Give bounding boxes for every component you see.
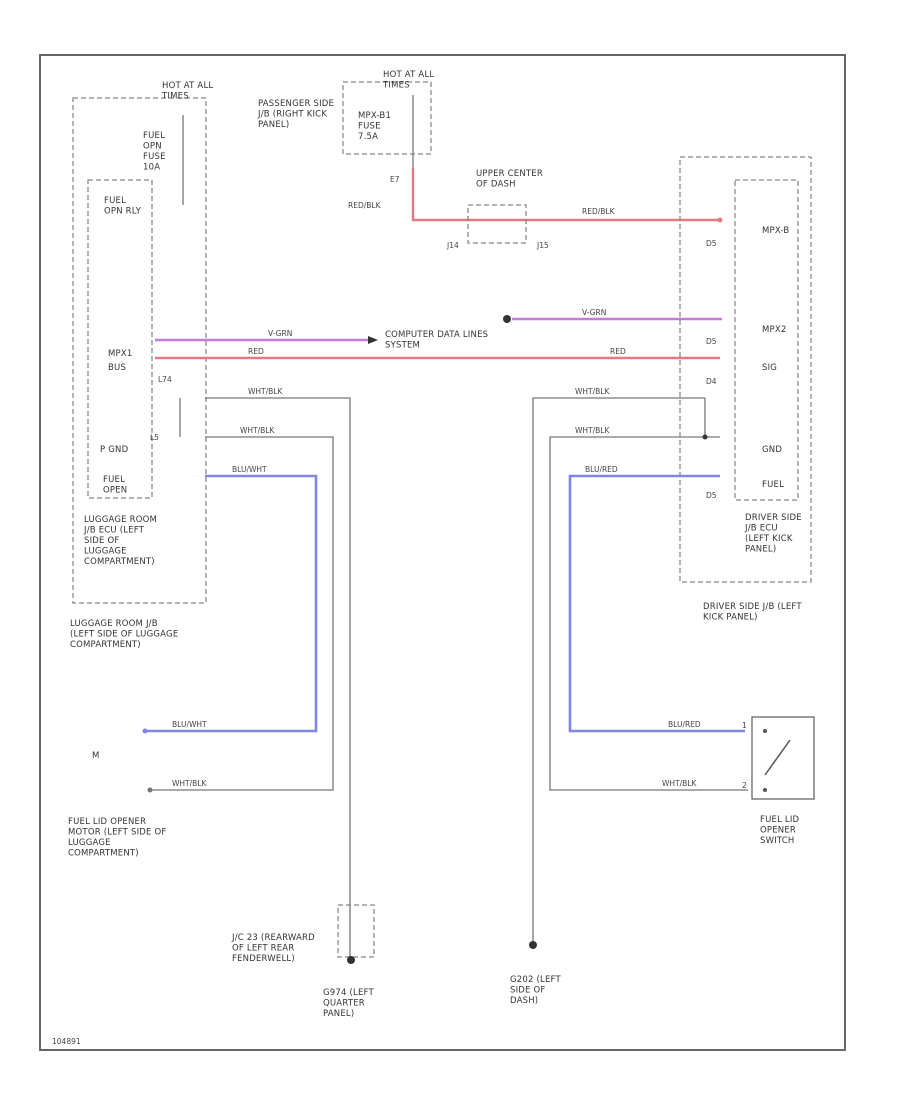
switch-terminal-2 <box>763 788 767 792</box>
blu-red-label-top: BLU/RED <box>585 465 618 474</box>
luggage-room-jb-box <box>72 97 207 604</box>
wht-blk-wire-left-1 <box>205 397 351 960</box>
pin-l74: L74 <box>158 375 172 384</box>
ground-center-node <box>529 941 537 949</box>
ground-left-node <box>347 956 355 964</box>
blu-red-label-bottom: BLU/RED <box>668 720 701 729</box>
red-wire-label-left: RED <box>248 347 264 356</box>
switch-terminal-1 <box>763 729 767 733</box>
pin-d4: D4 <box>706 377 717 386</box>
wht-blk-label-left-1: WHT/BLK <box>248 387 283 396</box>
pin-d5c: D5 <box>706 491 717 500</box>
mpx1-label: MPX1 <box>108 349 133 359</box>
red-blk-wire-end <box>717 217 723 223</box>
blu-wht-wire <box>145 474 318 733</box>
diagram-frame <box>39 54 846 1051</box>
pin-e7: E7 <box>390 175 400 184</box>
wht-blk-label-right-3: WHT/BLK <box>662 779 697 788</box>
upper-center-dash-box <box>467 204 527 244</box>
motor-terminal-2 <box>147 787 153 793</box>
p-gnd-label: P GND <box>100 445 129 455</box>
passenger-side-jb-box <box>342 81 432 155</box>
red-wire-label-right: RED <box>610 347 626 356</box>
pin-2: 2 <box>742 781 747 790</box>
bus-label: BUS <box>108 363 126 373</box>
v-grn-wire-label-left: V-GRN <box>268 329 292 338</box>
sig-label: SIG <box>762 363 777 373</box>
wht-blk-label-left-3: WHT/BLK <box>172 779 207 788</box>
wht-blk-wire-left-2 <box>150 436 334 791</box>
pin-1: 1 <box>742 721 747 730</box>
data-lines-node-right <box>503 315 511 323</box>
blu-red-wire <box>568 474 745 733</box>
motor-symbol: M <box>92 751 100 761</box>
gnd-label: GND <box>762 445 782 455</box>
wht-blk-wire-right-2 <box>549 436 748 791</box>
fuel-right-label: FUEL <box>762 480 784 490</box>
wht-blk-wire-right-1 <box>532 397 705 945</box>
wht-blk-label-right-2: WHT/BLK <box>575 426 610 435</box>
blu-wht-label-top: BLU/WHT <box>232 465 267 474</box>
pin-l5: L5 <box>150 433 159 442</box>
v-grn-wire-label-right: V-GRN <box>582 308 606 317</box>
mpx-b-label: MPX-B <box>762 226 789 236</box>
footer-code: 104891 <box>52 1037 81 1046</box>
wht-blk-label-right-1: WHT/BLK <box>575 387 610 396</box>
pin-j14: J14 <box>446 241 459 250</box>
red-blk-wire <box>411 168 720 222</box>
motor-terminal-1 <box>142 728 148 734</box>
red-blk-wire-label-left: RED/BLK <box>348 201 382 210</box>
mpx2-label: MPX2 <box>762 325 787 335</box>
junction-connector-box <box>337 904 375 958</box>
gnd-node-right <box>702 434 708 440</box>
luggage-room-jb-ecu-box <box>87 179 153 499</box>
pin-d5b: D5 <box>706 337 717 346</box>
pin-j15: J15 <box>536 241 549 250</box>
blu-wht-label-bottom: BLU/WHT <box>172 720 207 729</box>
data-lines-arrow-left <box>368 336 378 344</box>
red-blk-wire-label-right: RED/BLK <box>582 207 616 216</box>
driver-side-jb-box <box>679 156 812 583</box>
pin-d5a: D5 <box>706 239 717 248</box>
fuel-lid-switch-box <box>751 716 815 800</box>
wht-blk-label-left-2: WHT/BLK <box>240 426 275 435</box>
switch-contact <box>764 739 791 776</box>
